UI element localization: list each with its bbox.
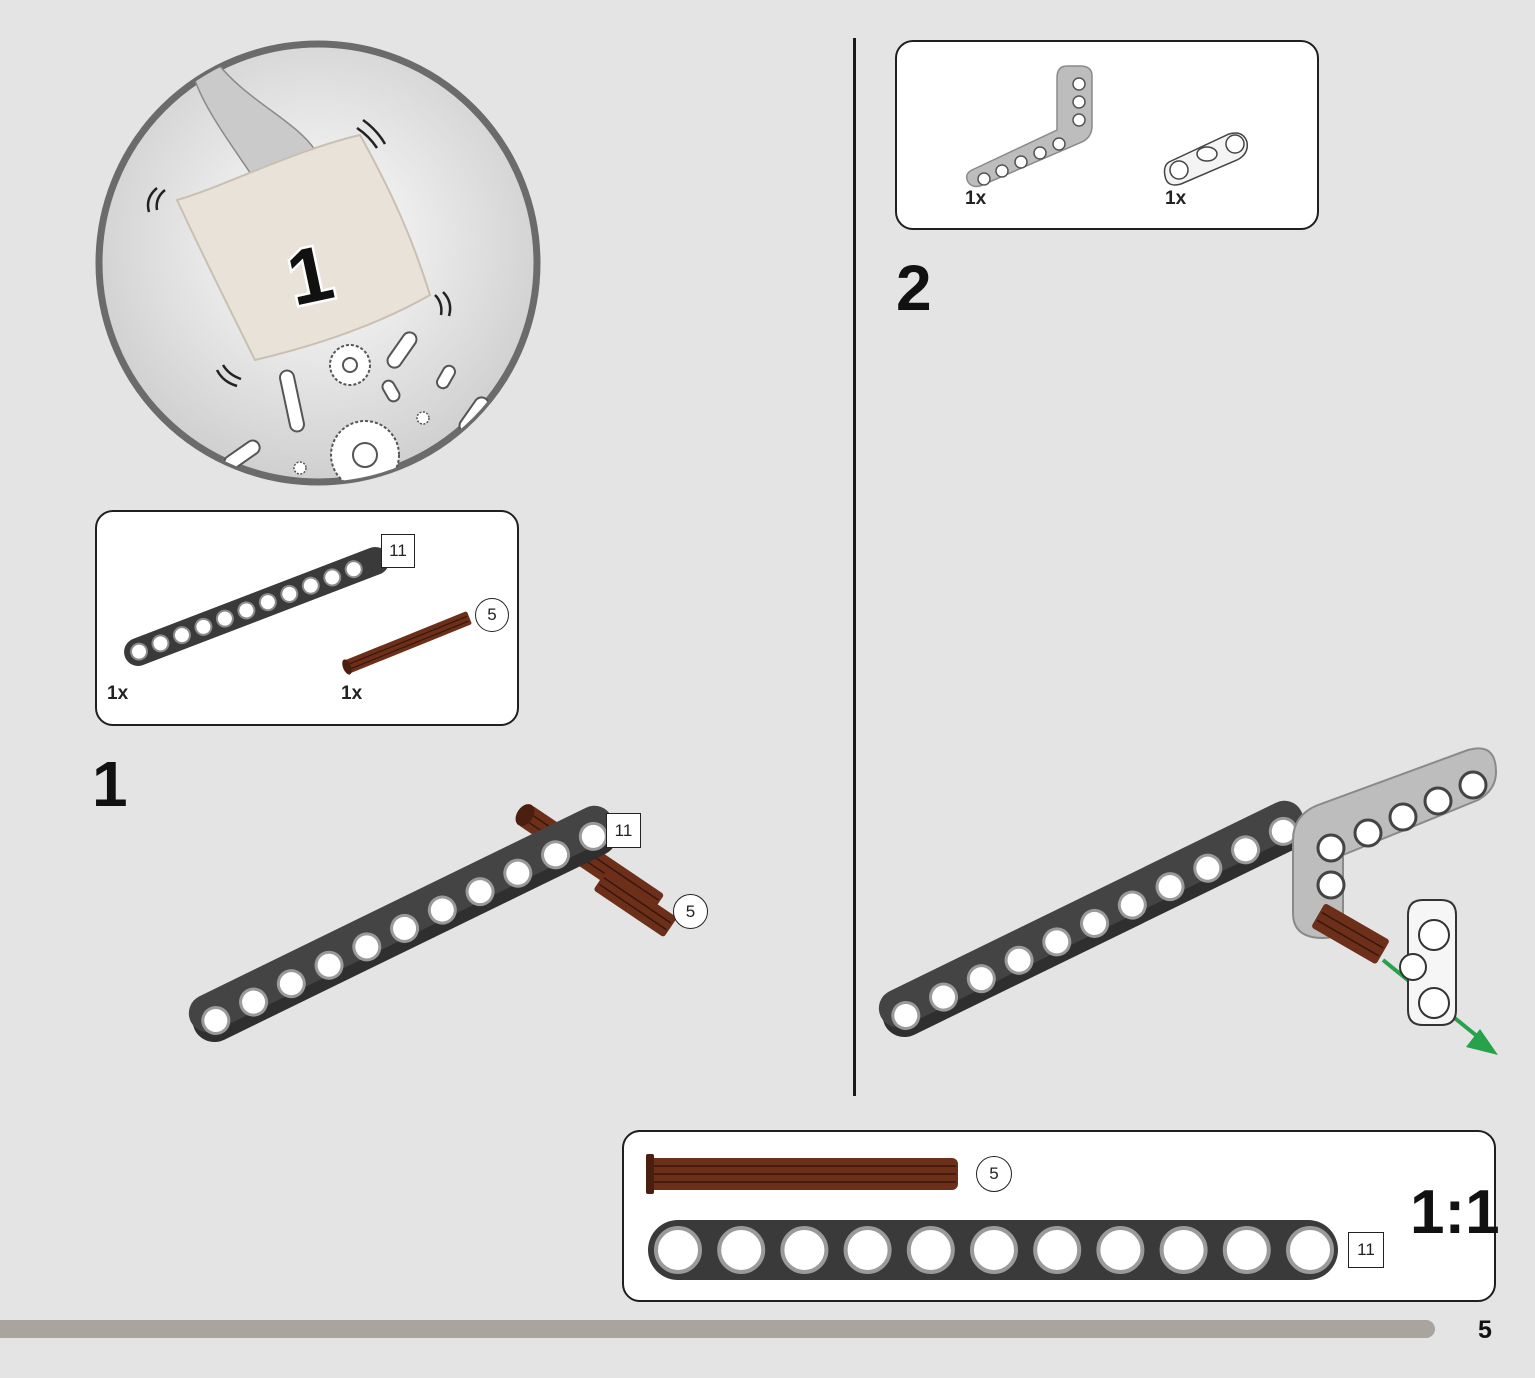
beam-11-part	[124, 546, 390, 666]
beam-length-label: 11	[381, 534, 415, 568]
scale-beam-length: 11	[1348, 1232, 1384, 1268]
beam-qty: 1x	[107, 683, 129, 704]
axle-length-label: 5	[475, 598, 509, 632]
beam-hole	[717, 1226, 766, 1274]
beam-hole	[1286, 1226, 1334, 1274]
axle-qty: 1x	[341, 683, 363, 704]
arrow-head-icon	[1466, 1029, 1498, 1055]
connector-part	[1163, 132, 1249, 186]
l-beam-qty: 1x	[965, 188, 987, 209]
step2-connector	[1399, 899, 1457, 1026]
beam-hole	[843, 1226, 892, 1274]
axle-5-part	[342, 611, 472, 675]
bag-illustration	[175, 133, 432, 362]
l-beam-part	[965, 65, 1093, 188]
beam-hole	[654, 1226, 702, 1274]
beam-hole	[970, 1226, 1018, 1274]
step1-assembly	[188, 804, 677, 1043]
beam-hole	[1222, 1226, 1271, 1274]
connector-qty: 1x	[1165, 188, 1187, 209]
scale-ratio: 1:1	[1410, 1178, 1500, 1247]
footer-progress-bar	[0, 1320, 1435, 1338]
scale-box: 5 11 1:1	[622, 1130, 1500, 1302]
gear-icon	[330, 420, 400, 482]
step1-parts-box: 11 5 1x 1x	[95, 510, 519, 726]
gear-icon	[329, 344, 371, 386]
step2-assembly	[878, 747, 1498, 1055]
page-number: 5	[1478, 1316, 1492, 1344]
step2-parts-box: 1x 1x	[895, 40, 1319, 230]
beam-hole	[780, 1226, 829, 1274]
beam-hole	[1096, 1226, 1145, 1274]
step1-axle-length-label: 5	[673, 894, 708, 929]
beam-hole	[906, 1226, 955, 1274]
step1-number: 1	[92, 748, 128, 820]
beam-hole	[1159, 1226, 1208, 1274]
step1-beam-length-label: 11	[606, 813, 641, 848]
scale-beam	[648, 1220, 1338, 1280]
beam-hole	[1033, 1226, 1082, 1274]
step-divider	[853, 38, 856, 1096]
bag-callout: 1	[95, 40, 541, 486]
step2-number: 2	[896, 252, 932, 324]
scale-axle	[646, 1154, 958, 1194]
scale-axle-length: 5	[976, 1156, 1012, 1192]
